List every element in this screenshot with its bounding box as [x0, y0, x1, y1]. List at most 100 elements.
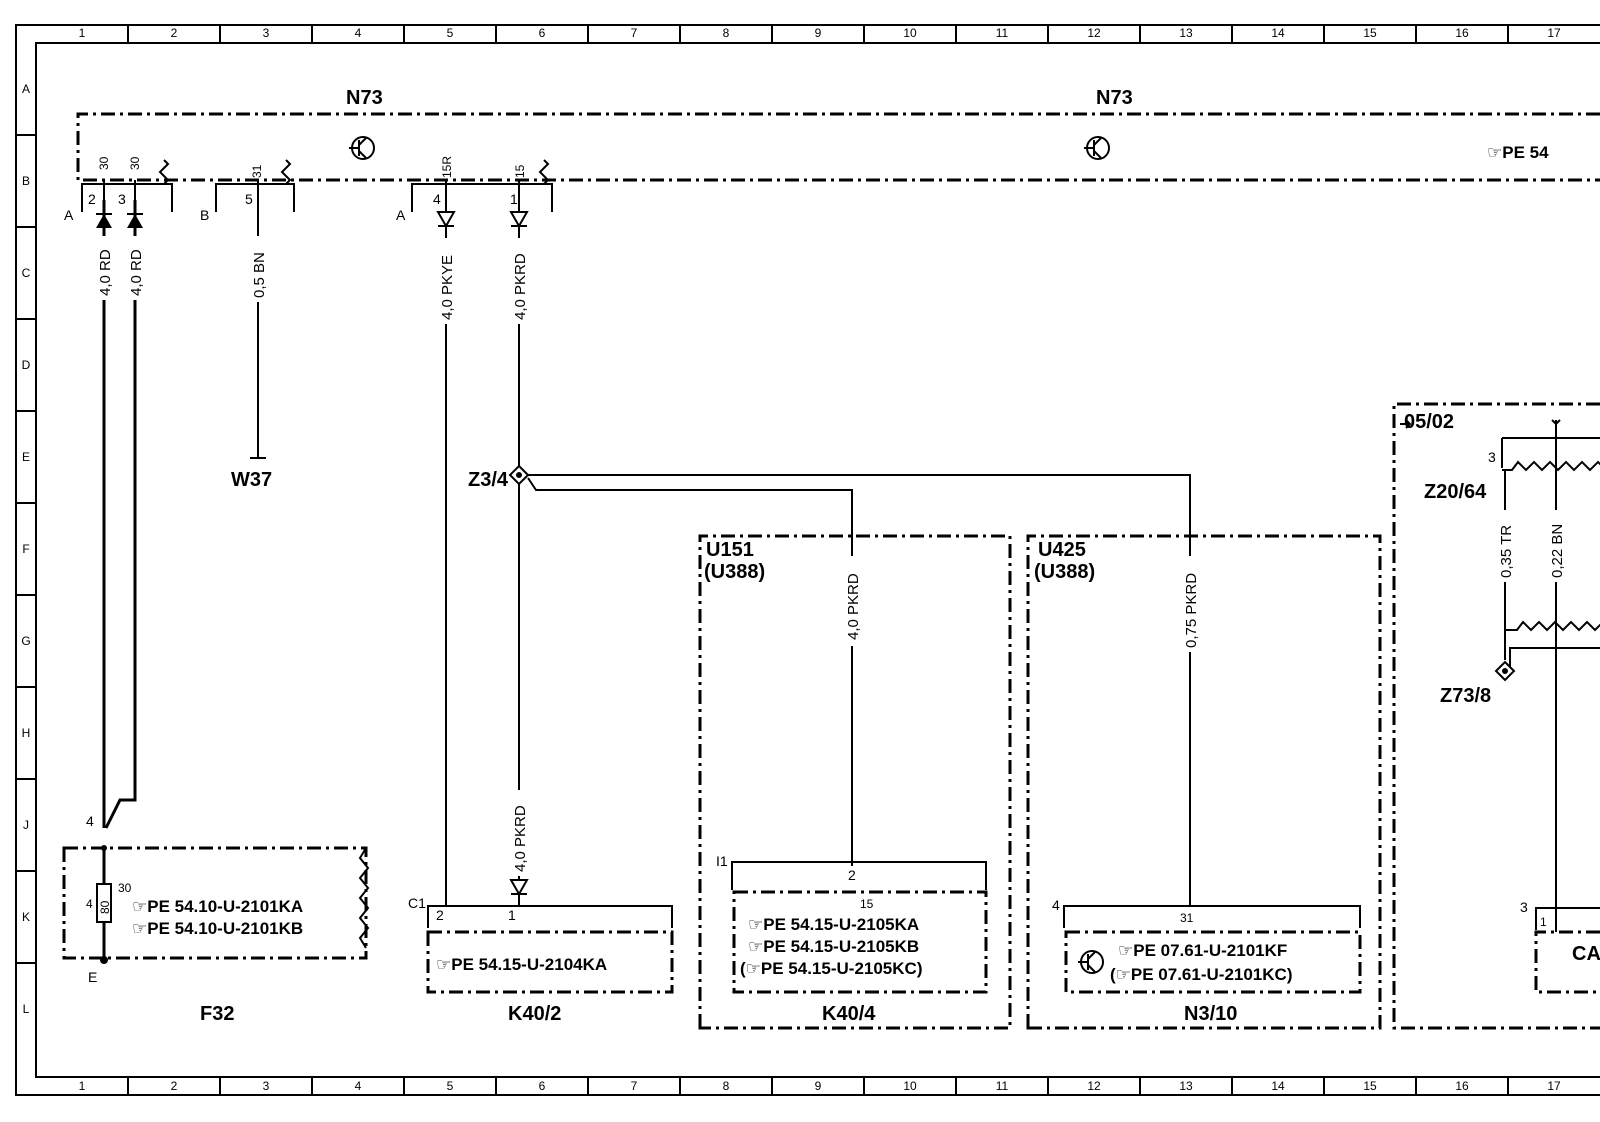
pe-ref: ☞PE 54.10-U-2101KB — [132, 919, 303, 938]
grid-row-label: B — [22, 174, 30, 188]
grid-column-label: 12 — [1087, 1079, 1101, 1093]
pin-label: 2 — [88, 191, 96, 207]
wire-label: 0,35 TR — [1498, 525, 1515, 578]
grid-column-label: 12 — [1087, 26, 1101, 40]
fuse-rating: 80 — [98, 900, 112, 914]
grid-labels: 1122334455667788991010111112121313141415… — [16, 25, 1561, 1095]
grid-row-label: J — [23, 818, 29, 832]
wire-label: 4,0 RD — [97, 249, 114, 296]
break-symbol — [158, 159, 170, 185]
pin-label: 4 — [1052, 897, 1060, 913]
u151-boundary — [698, 534, 1012, 1030]
k40-2-connector — [427, 905, 673, 928]
grid-column-label: 15 — [1363, 1079, 1377, 1093]
wire-label: 0,22 BN — [1549, 524, 1566, 578]
break-symbol — [538, 159, 550, 185]
grid-column-label: 13 — [1179, 1079, 1193, 1093]
u425-sub-label: (U388) — [1034, 561, 1095, 583]
grid-row-label: G — [21, 634, 30, 648]
pe-ref: ☞PE 54.10-U-2101KA — [132, 897, 303, 916]
pin-label: 1 — [508, 907, 516, 923]
grid-column-label: 8 — [723, 26, 730, 40]
pin-label: 4 — [86, 813, 94, 829]
pin-label: 15 — [860, 897, 874, 911]
grid-column-label: 6 — [539, 26, 546, 40]
f32-box — [62, 846, 368, 960]
grid-column-label: 10 — [903, 26, 917, 40]
wire-label: 4,0 RD — [128, 249, 145, 296]
grid-column-label: 2 — [171, 26, 178, 40]
grid-row-label: C — [22, 266, 31, 280]
z20-64-label: Z20/64 — [1424, 481, 1487, 503]
pe-ref-top: ☞PE 54 — [1487, 143, 1549, 162]
grid-column-label: 7 — [631, 26, 638, 40]
grid-row-label: D — [22, 358, 31, 372]
grid-column-label: 13 — [1179, 26, 1193, 40]
grid-column-label: 2 — [171, 1079, 178, 1093]
grid-row-label: H — [22, 726, 31, 740]
w37-label: W37 — [231, 469, 272, 491]
k40-2-label: K40/2 — [508, 1003, 561, 1025]
grid-column-label: 17 — [1547, 1079, 1561, 1093]
terminal-label: 30 — [128, 156, 142, 170]
section-05-02-boundary — [1392, 402, 1600, 1030]
splice-z73-8-icon — [1494, 660, 1516, 682]
connector-a1-label: A — [64, 207, 74, 223]
k40-4-connector — [731, 861, 987, 890]
grid-row-label: F — [22, 542, 29, 556]
pin-label: 31 — [1180, 911, 1194, 925]
grid-column-label: 1 — [79, 1079, 86, 1093]
grid-column-label: 11 — [996, 1079, 1009, 1093]
connector-b1 — [215, 183, 295, 212]
cai-label: CAI — [1572, 943, 1600, 965]
n3-10-label: N3/10 — [1184, 1003, 1237, 1025]
pin-label: 3 — [1488, 449, 1496, 465]
wire-to-n3-10 — [528, 474, 1191, 906]
pin-label: 4 — [86, 897, 93, 911]
arrow-down-icon — [509, 211, 529, 229]
pin-label: 2 — [436, 907, 444, 923]
connector-e-label: E — [88, 969, 97, 985]
n3-10-box — [1064, 930, 1362, 994]
n3-10-connector — [1063, 905, 1361, 928]
grid-column-label: 17 — [1547, 26, 1561, 40]
grid-column-label: 4 — [355, 26, 362, 40]
transistor-icon — [1078, 950, 1104, 974]
terminal-label: 15R — [440, 156, 454, 178]
pin-label: 1 — [510, 191, 518, 207]
pe-ref: ☞PE 54.15-U-2104KA — [436, 955, 607, 974]
grid-column-label: 8 — [723, 1079, 730, 1093]
grid-column-label: 3 — [263, 26, 270, 40]
wire-to-k40-4 — [527, 477, 853, 866]
connector-c1-label: C1 — [408, 895, 426, 911]
u151-sub-label: (U388) — [704, 561, 765, 583]
wire-label: 0,5 BN — [251, 252, 268, 298]
pe-ref: (☞PE 54.15-U-2105KC) — [740, 959, 922, 978]
grid-column-label: 5 — [447, 26, 454, 40]
connector-a2 — [411, 183, 553, 212]
pin-label: 3 — [118, 191, 126, 207]
arrow-up-icon — [127, 213, 143, 228]
pe-ref: (☞PE 07.61-U-2101KC) — [1110, 965, 1292, 984]
connector-i1-label: I1 — [716, 853, 728, 869]
pin-label: 3 — [1520, 899, 1528, 915]
break-symbol — [280, 159, 292, 185]
z73-8-label: Z73/8 — [1440, 685, 1491, 707]
connector-b1-label: B — [200, 207, 209, 223]
wire-rd-2 — [104, 200, 137, 829]
grid-column-label: 5 — [447, 1079, 454, 1093]
grid-column-label: 4 — [355, 1079, 362, 1093]
arrow-down-icon — [509, 879, 529, 897]
sheet-ref-label: 05/02 — [1404, 411, 1454, 433]
pe-ref: ☞PE 54.15-U-2105KA — [748, 915, 919, 934]
pe-ref: ☞PE 54.15-U-2105KB — [748, 937, 919, 956]
z3-4-label: Z3/4 — [468, 469, 509, 491]
grid-column-label: 15 — [1363, 26, 1377, 40]
wire-label: 4,0 PKRD — [512, 805, 529, 872]
grid-column-label: 16 — [1455, 1079, 1469, 1093]
n73-label-right: N73 — [1096, 87, 1133, 109]
grid-column-label: 3 — [263, 1079, 270, 1093]
grid-column-label: 6 — [539, 1079, 546, 1093]
grid-column-label: 9 — [815, 1079, 822, 1093]
